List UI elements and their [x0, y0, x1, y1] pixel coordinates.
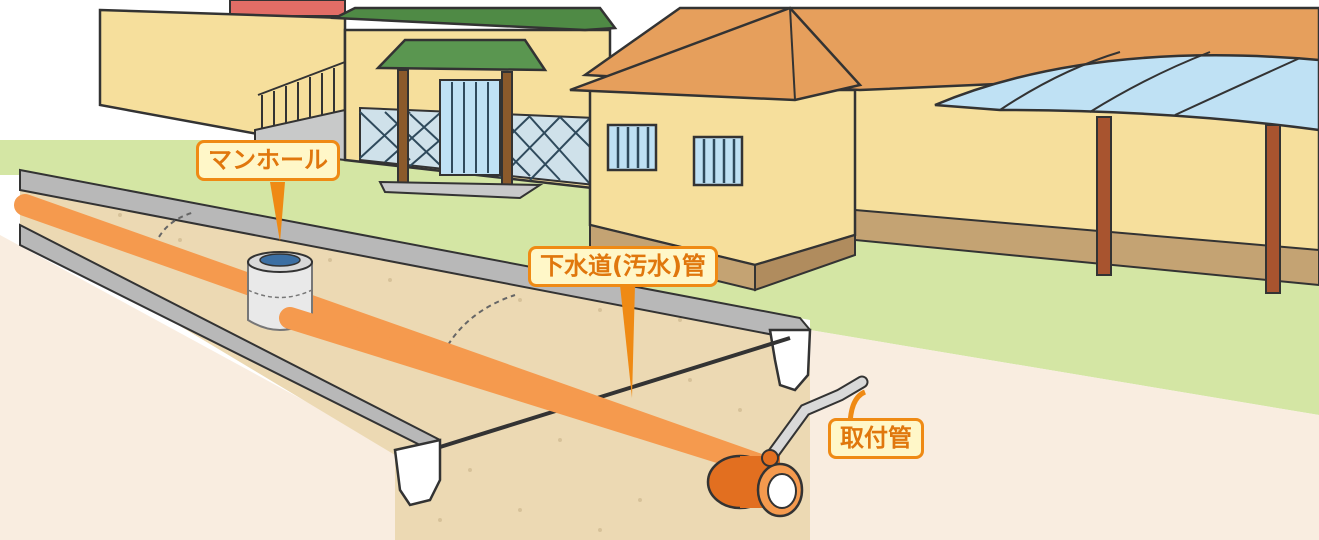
trench-edge	[439, 336, 791, 449]
sewer-pipe-front	[279, 307, 771, 476]
pipe-end	[706, 454, 804, 518]
porch-roof	[375, 38, 548, 72]
road-right	[810, 330, 1319, 540]
road-left	[0, 235, 395, 540]
porch-post-left	[397, 69, 409, 186]
green-roof	[330, 6, 618, 32]
hip-roof	[569, 6, 863, 102]
carport-canopy	[934, 51, 1319, 294]
service-connection-2	[447, 294, 516, 346]
manhole-pointer	[270, 182, 285, 242]
manhole-label: マンホール	[196, 140, 340, 181]
lateral-pipe-label: 取付管	[828, 418, 924, 459]
door-lines	[451, 82, 489, 173]
entrance-step	[378, 180, 544, 200]
entrance-door	[439, 79, 501, 176]
window-right	[692, 135, 744, 187]
front-house-foundation-side	[754, 233, 856, 292]
back-gutter-section	[768, 328, 812, 392]
hip-roof-ridge	[789, 7, 796, 101]
front-gutter-section	[393, 438, 442, 507]
fence-railing	[257, 61, 346, 130]
lateral-pipe-icon	[761, 375, 869, 467]
porch-post-right	[501, 71, 513, 193]
sewer-pointer	[620, 285, 635, 398]
sewer-pipe-label: 下水道(汚水)管	[528, 246, 718, 287]
window-left	[606, 123, 658, 172]
